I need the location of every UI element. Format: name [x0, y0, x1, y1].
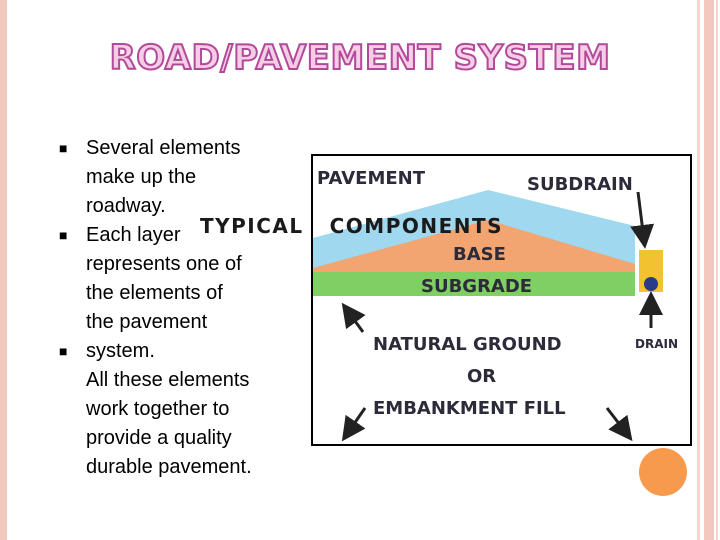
natural-ground-label: NATURAL GROUND — [373, 334, 562, 355]
subtitle-word: COMPONENTS — [329, 214, 504, 238]
drain-pipe — [644, 277, 658, 291]
or-label: OR — [467, 366, 496, 387]
body-line: ■system. — [59, 337, 306, 366]
body-line: the pavement — [86, 311, 208, 333]
pavement-label: PAVEMENT — [317, 168, 426, 189]
fill-arrow-right — [605, 407, 633, 442]
subdrain-label: SUBDRAIN — [527, 174, 633, 195]
right-border-line-outer — [716, 0, 718, 540]
body-line: All these elements — [86, 369, 250, 391]
body-line: represents one of — [86, 253, 242, 275]
subgrade-label: SUBGRADE — [421, 276, 532, 297]
fill-arrow-left — [341, 407, 367, 442]
pavement-diagram-svg: PAVEMENT SUBDRAIN BASE SUBGRADE NATURAL … — [313, 168, 678, 442]
right-border-line — [697, 0, 700, 540]
subgrade-layer — [313, 272, 635, 296]
body-text: ■Several elements make up the roadway. ■… — [59, 134, 306, 482]
base-label: BASE — [453, 244, 506, 265]
body-line: work together to — [86, 398, 230, 420]
subdrain-arrow — [630, 191, 655, 249]
right-border-strip — [704, 0, 714, 540]
left-border-strip — [0, 0, 7, 540]
body-line: make up the — [86, 166, 197, 188]
body-line: the elements of — [86, 282, 223, 304]
body-line: roadway. — [86, 195, 166, 217]
slide-title: ROAD/PAVEMENT SYSTEM — [109, 37, 611, 79]
body-line: durable pavement. — [86, 456, 252, 478]
body-line: ■Each layer — [59, 221, 306, 250]
bullet-square-icon: ■ — [59, 140, 68, 156]
decorative-circle — [639, 448, 687, 496]
slide-subtitle: TYPICAL COMPONENTS — [200, 214, 503, 238]
drain-label: DRAIN — [635, 337, 678, 351]
bullet-square-icon: ■ — [59, 343, 68, 359]
pavement-diagram: PAVEMENT SUBDRAIN BASE SUBGRADE NATURAL … — [311, 154, 692, 446]
embankment-fill-label: EMBANKMENT FILL — [373, 398, 566, 419]
bullet-square-icon: ■ — [59, 227, 68, 243]
body-line: ■Several elements — [59, 134, 306, 163]
natural-ground-arrow-left — [341, 302, 366, 333]
subtitle-word: TYPICAL — [200, 214, 304, 238]
body-line: provide a quality — [86, 427, 232, 449]
base-layer — [313, 220, 635, 272]
